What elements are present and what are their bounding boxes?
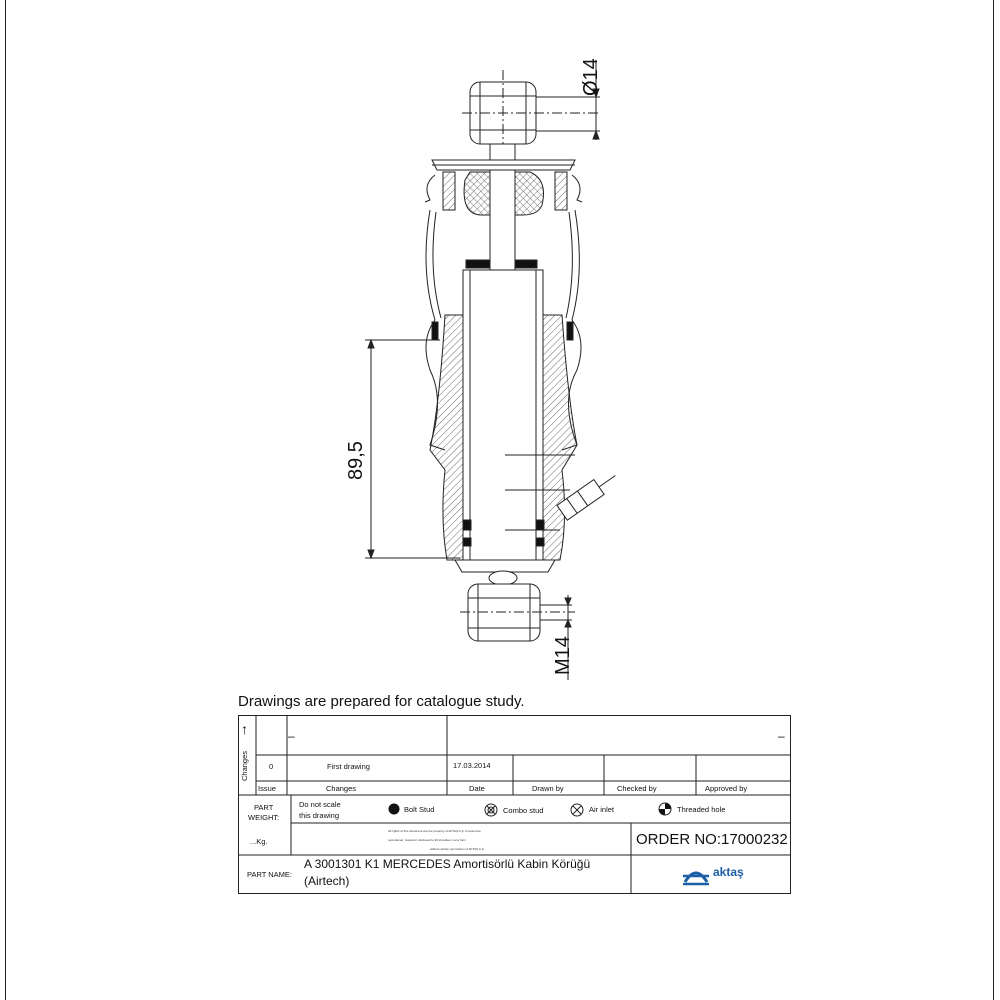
- stroke-length-label: 89,5: [345, 441, 367, 480]
- header-approved-by: Approved by: [705, 784, 748, 793]
- combo-stud-icon: [484, 803, 498, 817]
- bolt-stud-icon: [388, 803, 400, 815]
- part-name-label: PART NAME:: [247, 870, 293, 879]
- eye-diameter-dimension: [536, 60, 600, 140]
- part-name-line1: A 3001301 K1 MERCEDES Amortisörlü Kabin …: [304, 857, 591, 871]
- legend-combo-stud: Combo stud: [503, 806, 544, 815]
- header-checked-by: Checked by: [617, 784, 657, 793]
- bottom-eye-bushing: [460, 570, 575, 642]
- title-block-grid: [238, 715, 791, 894]
- aktas-logo-text: aktaş: [713, 865, 744, 879]
- copyright-line-3: without written permission of AKTAŞ A.Ş.: [430, 847, 485, 851]
- thread-dimension: [540, 595, 572, 680]
- drawing-caption: Drawings are prepared for catalogue stud…: [238, 693, 525, 710]
- revision-date: 17.03.2014: [453, 761, 491, 770]
- legend-bolt-stud: Bolt Stud: [404, 805, 435, 814]
- top-eye-bushing: [462, 70, 600, 150]
- dash-right: –: [778, 729, 785, 743]
- revision-changes: First drawing: [327, 762, 370, 771]
- dash-left: –: [288, 729, 295, 743]
- legend-air-inlet: Air inlet: [589, 805, 615, 814]
- stroke-dimension: [365, 338, 460, 560]
- changes-vertical-label: Changes: [240, 750, 249, 781]
- header-issue: Issue: [258, 784, 276, 793]
- revision-arrow-icon: ↑: [241, 721, 248, 737]
- copyright-line-2: reproduced, copied or disclosed to third…: [388, 838, 467, 842]
- header-changes: Changes: [326, 784, 357, 793]
- left-border-line: [5, 0, 6, 1000]
- title-block: ↑ Changes – – 0 First drawing 17.03.2014…: [238, 715, 791, 894]
- header-date: Date: [469, 784, 485, 793]
- aktas-logo-icon: [683, 871, 709, 886]
- eye-diameter-label: Ø14: [580, 58, 602, 96]
- shock-absorber-drawing: Ø14 89,5 M14: [345, 58, 616, 680]
- order-number: ORDER NO:17000232: [636, 831, 788, 848]
- part-weight-value: ...Kg.: [250, 837, 268, 846]
- revision-issue: 0: [269, 762, 274, 771]
- air-inlet-icon: [570, 803, 584, 817]
- legend-threaded-hole: Threaded hole: [677, 805, 726, 814]
- scale-note: Do not scale this drawing: [299, 800, 341, 820]
- copyright-line-1: All rights of this document are the prop…: [388, 829, 481, 833]
- right-border-line: [993, 0, 994, 1000]
- thread-label: M14: [552, 636, 574, 675]
- part-weight-label: PART WEIGHT:: [248, 803, 280, 822]
- threaded-hole-icon: [658, 802, 672, 816]
- part-name-line2: (Airtech): [304, 874, 350, 888]
- damper-tube: [462, 269, 544, 561]
- header-drawn-by: Drawn by: [532, 784, 564, 793]
- air-inlet-fitting: [556, 475, 616, 521]
